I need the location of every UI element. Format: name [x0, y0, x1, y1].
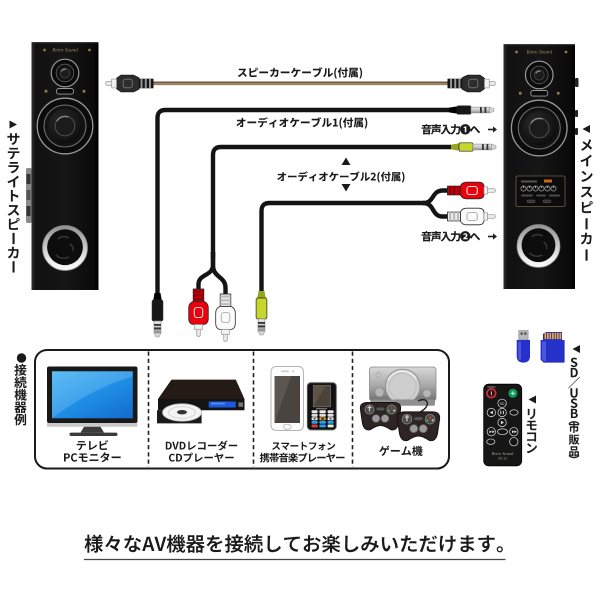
svg-text:Retro Sound: Retro Sound: [491, 451, 514, 456]
svg-text:Retro Sound: Retro Sound: [525, 50, 552, 56]
svg-text:SD: SD: [500, 402, 505, 406]
svg-text:Retro Sound: Retro Sound: [51, 48, 78, 54]
svg-text:DS-12: DS-12: [498, 457, 507, 461]
